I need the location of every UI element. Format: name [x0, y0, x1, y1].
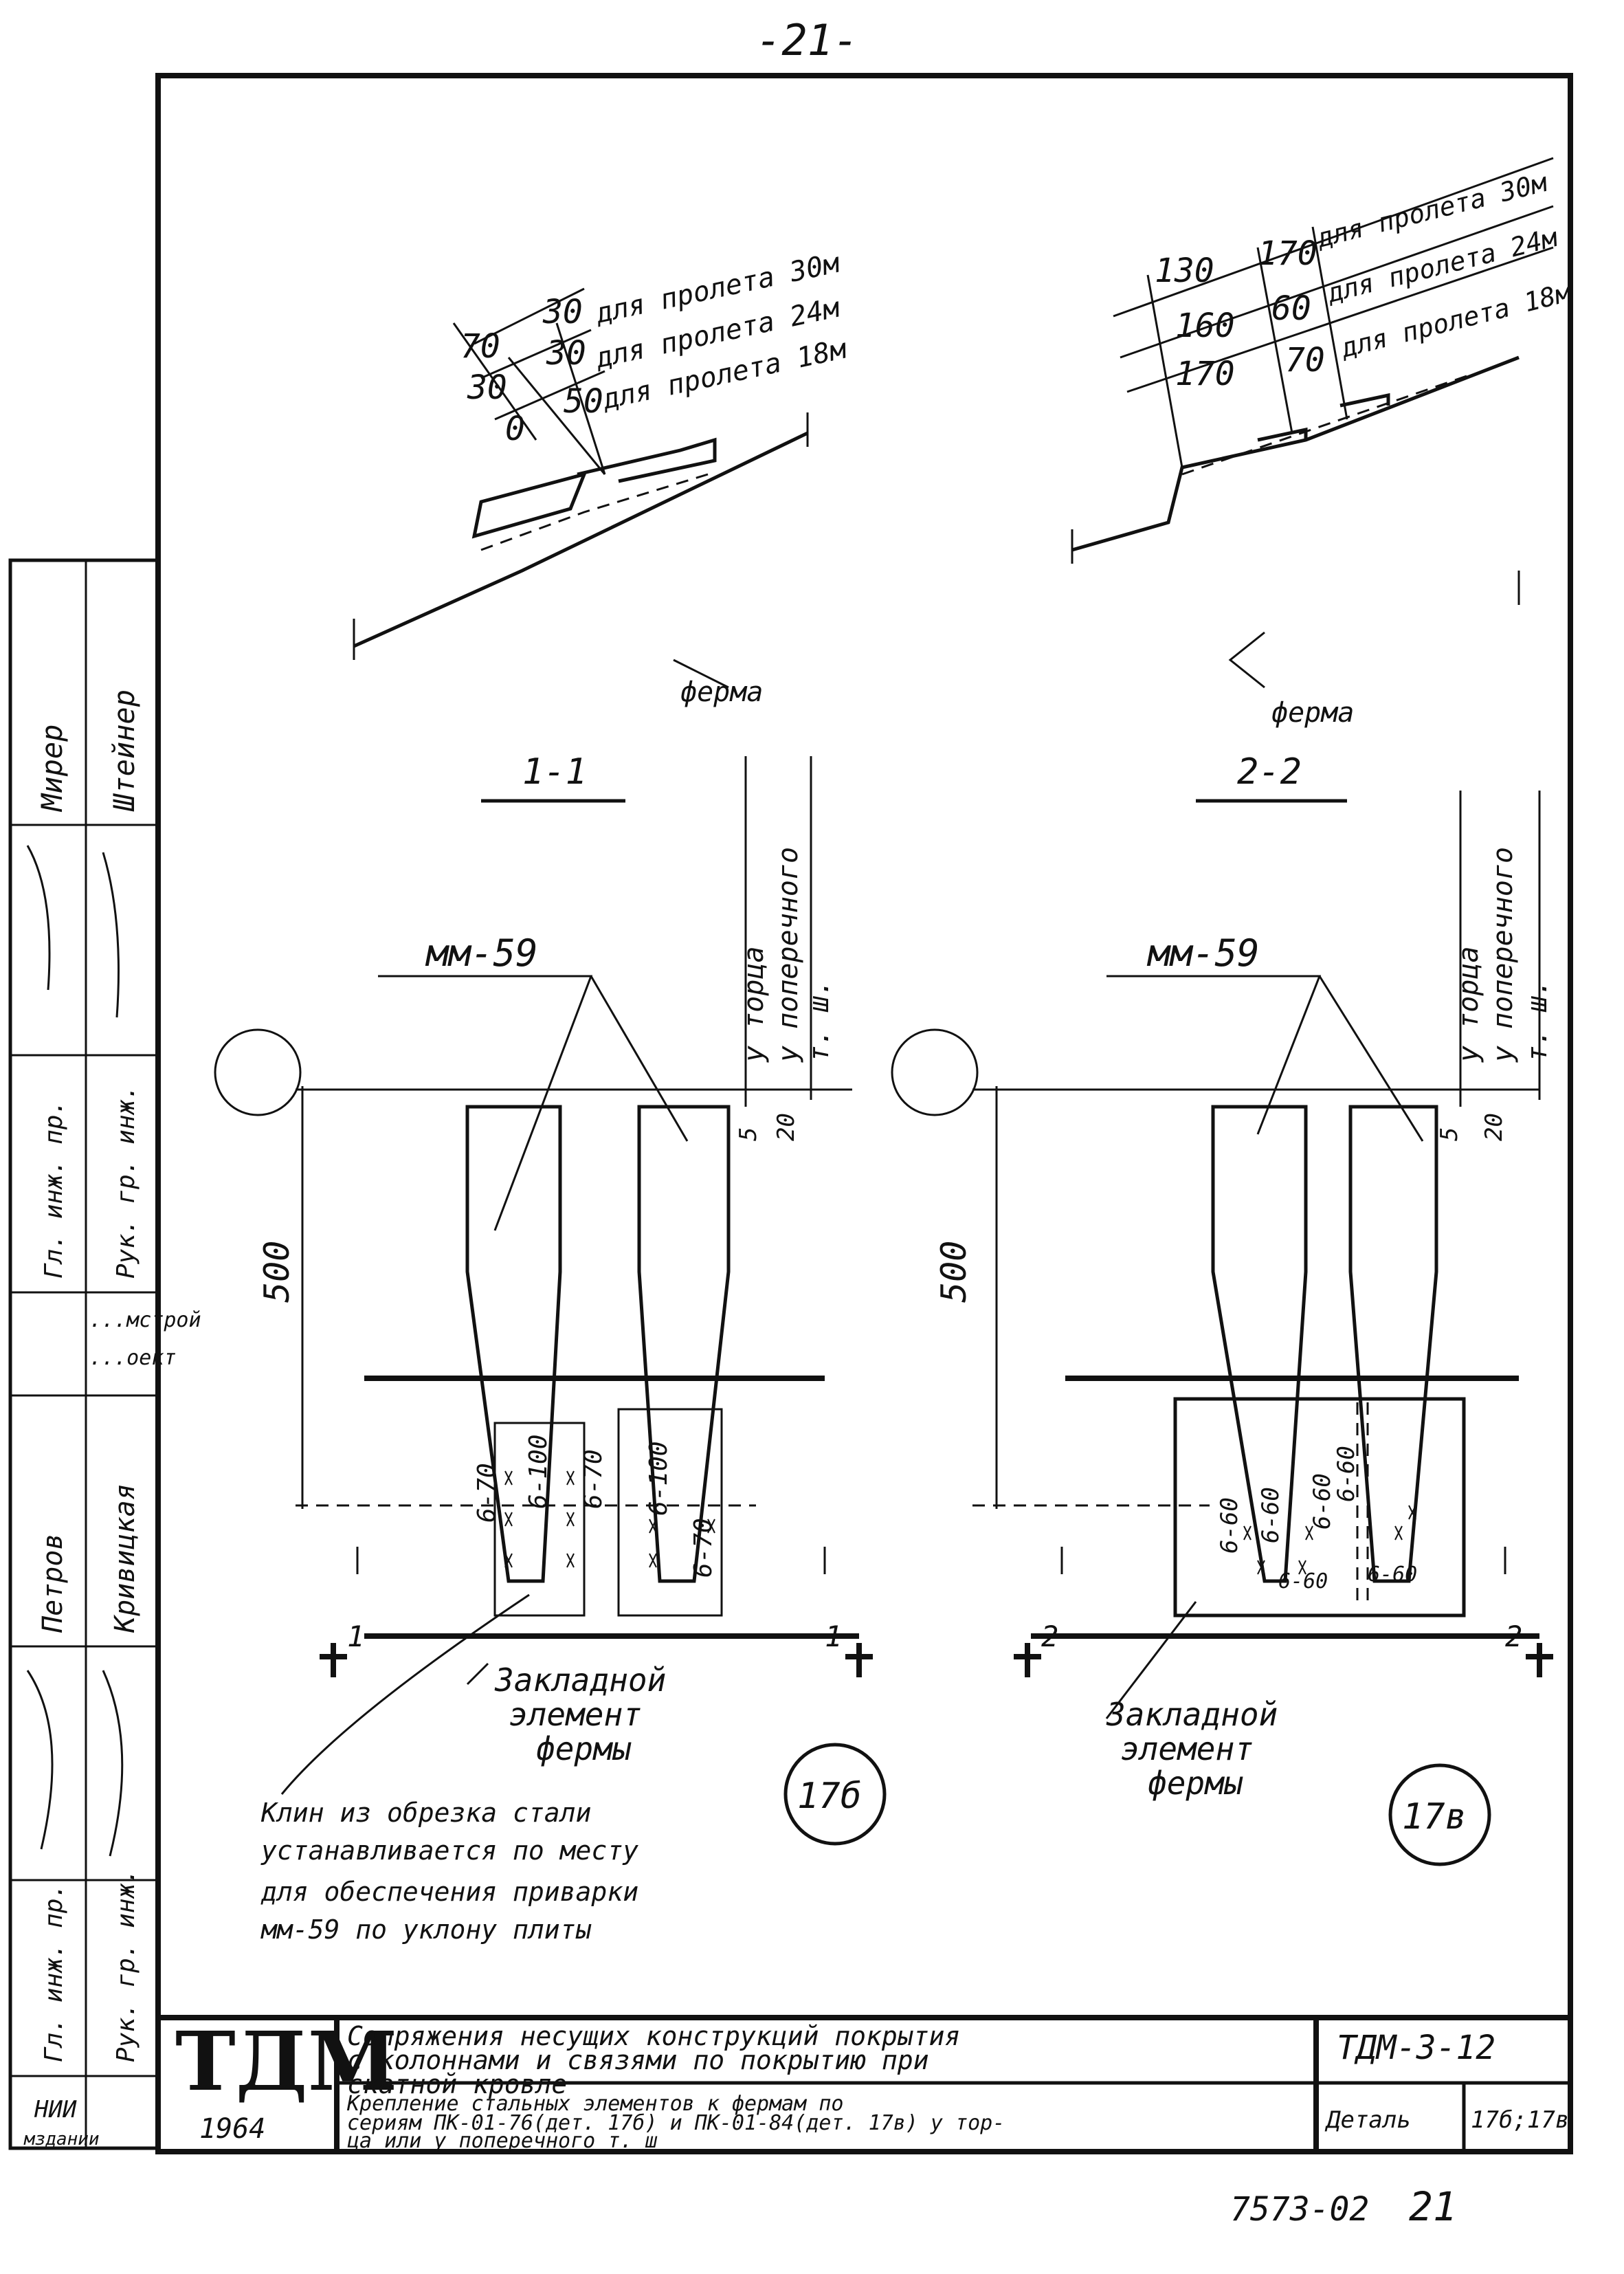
br-detail-circle — [1388, 1763, 1491, 1866]
br-vlabel-2: у поперечного — [1487, 847, 1519, 1063]
tr-dim-170: 170 — [1175, 355, 1235, 393]
bl-note-2: устанавливается по месту — [260, 1835, 638, 1866]
bl-dim-500: 500 — [257, 1241, 297, 1303]
tl-ferma-label: ферма — [680, 676, 763, 708]
bl-vlabel-1: у торца — [738, 946, 770, 1063]
bottom-right-section: 500 6-60 6-60 6-60 6-60 6-60 6-60 мм-59 … — [891, 791, 1553, 1866]
strip-role-4: Рук. гр. инж. — [112, 1868, 140, 2062]
strip-org-2: ...оект — [89, 1346, 176, 1370]
title-org-1: НИИ — [34, 2096, 77, 2123]
br-vlabel-1: у торца — [1453, 946, 1484, 1063]
bl-dim-20: 20 — [772, 1113, 800, 1141]
bl-embedded-1: Закладной — [494, 1662, 666, 1699]
br-embedded-3: фермы — [1148, 1765, 1243, 1802]
bl-cut-mark-left: 1 — [347, 1620, 364, 1653]
br-embedded-2: элемент — [1120, 1730, 1254, 1767]
br-detail-number: 17в — [1402, 1796, 1467, 1837]
logo: ТДМ — [175, 2013, 397, 2109]
title-org-2: мздании — [23, 2129, 100, 2150]
br-dim-5: 5 — [1436, 1127, 1463, 1141]
footer-page: 21 — [1409, 2183, 1457, 2230]
bl-weld-1: 6-70 — [473, 1463, 501, 1523]
strip-name-3: Петров — [37, 1534, 69, 1634]
br-weld-6: 6-60 — [1368, 1563, 1417, 1587]
tl-dim-0: 0 — [505, 410, 525, 448]
section-title-2-2: 2-2 — [1237, 751, 1302, 793]
left-stamp-strip: Мирер Штейнер Гл. инж. пр. Рук. гр. инж.… — [8, 558, 201, 2150]
title-year: 1964 — [199, 2113, 265, 2145]
bl-embedded-3: фермы — [536, 1730, 632, 1767]
br-weld-2: 6-60 — [1257, 1487, 1284, 1543]
strip-name-1: Мирер — [35, 725, 69, 813]
subtitle-line-3: ца или у поперечного т. ш — [347, 2129, 658, 2153]
title-line-3: скатной кровле — [347, 2069, 567, 2099]
br-cut-mark-right: 2 — [1505, 1620, 1522, 1653]
bl-dim-5: 5 — [735, 1127, 762, 1141]
bl-weld-5: 6-70 — [689, 1518, 718, 1578]
bl-note-3: для обеспечения приварки — [260, 1877, 638, 1907]
tr-dim-130: 130 — [1155, 252, 1214, 290]
bl-cut-mark-right: 1 — [825, 1620, 842, 1653]
strip-role-3: Гл. инж. пр. — [40, 1884, 68, 2062]
tl-dim-30c: 30 — [546, 334, 586, 373]
br-part-label: мм-59 — [1146, 931, 1260, 975]
bl-vlabel-2: у поперечного — [772, 847, 804, 1063]
br-dim-20: 20 — [1480, 1113, 1508, 1141]
tr-dim-160: 160 — [1175, 307, 1235, 345]
bl-vlabel-3: т. ш. — [803, 980, 835, 1062]
section-title-1-1: 1-1 — [522, 751, 587, 793]
tl-dim-30b: 30 — [467, 368, 507, 407]
bl-weld-4: 6-100 — [645, 1442, 673, 1516]
bl-detail-number: 17б — [797, 1776, 862, 1817]
title-line-2: с колоннами и связями по покрытию при — [347, 2045, 928, 2075]
br-cut-mark-left: 2 — [1041, 1620, 1058, 1653]
strip-name-2: Штейнер — [107, 689, 141, 812]
bl-weld-2: 6-100 — [524, 1435, 553, 1509]
tr-dim-170b: 170 — [1258, 234, 1317, 273]
strip-role-2: Рук. гр. инж. — [112, 1085, 140, 1279]
tr-dim-60: 60 — [1271, 289, 1311, 328]
bl-detail-circle — [783, 1743, 887, 1846]
footer-stamp: 7573-02 — [1230, 2190, 1369, 2229]
bl-note-4: мм-59 по уклону плиты — [260, 1914, 592, 1945]
bl-note-1: Клин из обрезка стали — [260, 1798, 591, 1828]
br-weld-4: 6-60 — [1333, 1446, 1360, 1502]
title-detail-value: 17б;17в — [1471, 2106, 1569, 2134]
bl-weld-3: 6-70 — [579, 1449, 608, 1509]
bl-embedded-2: элемент — [509, 1696, 642, 1733]
title-detail-label: Деталь — [1324, 2106, 1411, 2134]
bottom-left-section: 500 6-70 6-100 6-70 6-100 6-70 мм-59 у т… — [214, 756, 887, 1945]
title-block: ТДМ 1964 НИИ мздании Сопряжения несущих … — [23, 2013, 1573, 2154]
tl-dim-50: 50 — [564, 382, 603, 421]
tl-dim-30a: 30 — [542, 293, 583, 331]
title-code: ТДМ-3-12 — [1337, 2029, 1495, 2067]
br-weld-1: 6-60 — [1216, 1497, 1243, 1554]
br-embedded-1: Закладной — [1106, 1696, 1278, 1733]
br-vlabel-3: т. ш. — [1522, 980, 1553, 1062]
br-weld-5: 6-60 — [1278, 1569, 1328, 1593]
page-number: -21- — [756, 15, 858, 65]
tr-ferma-label: ферма — [1271, 697, 1354, 729]
bl-part-label: мм-59 — [425, 931, 538, 975]
br-weld-3: 6-60 — [1309, 1473, 1336, 1530]
subtitle-line-2: сериям ПК-01-76(дет. 17б) и ПК-01-84(дет… — [347, 2111, 1005, 2135]
tr-dim-70: 70 — [1285, 341, 1325, 379]
top-left-detail: 70 30 0 30 30 50 для пролета 30м для про… — [353, 247, 850, 708]
subtitle-line-1: Крепление стальных элементов к фермам по — [346, 2092, 843, 2116]
tl-dim-70: 70 — [460, 327, 500, 366]
br-dim-500: 500 — [934, 1241, 974, 1303]
strip-name-4: Кривицкая — [109, 1483, 141, 1633]
strip-org-1: ...мстрой — [89, 1308, 201, 1332]
title-line-1: Сопряжения несущих конструкций покрытия — [347, 2021, 960, 2051]
strip-role-1: Гл. инж. пр. — [40, 1100, 68, 1279]
top-right-detail: 130 160 170 170 60 70 для пролета 30м дл… — [1071, 157, 1575, 729]
